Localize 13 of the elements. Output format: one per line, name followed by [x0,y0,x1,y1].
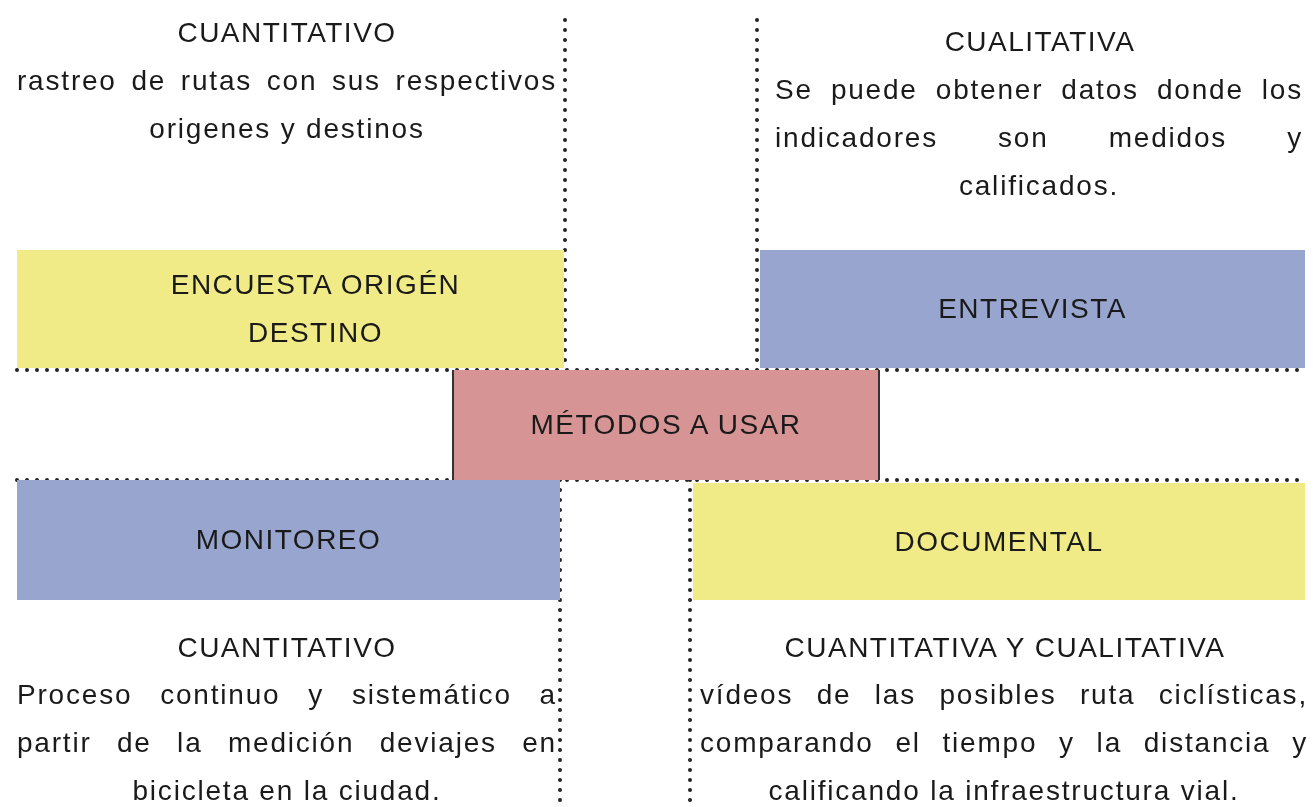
description-text: rastreo de rutas con sus respectivos origenes y destinos [17,64,557,146]
category-heading: CUANTITATIVO [176,16,398,50]
description-text: Proceso continuo y sistemático a partir de la medición deviajes en bicicleta en la ciudad. [17,678,557,807]
category-heading: CUALITATIVA [943,25,1137,59]
method-box: ENCUESTA ORIGÉN DESTINO [17,250,564,368]
category-heading: CUANTITATIVO [176,631,398,665]
category-heading: CUANTITATIVA Y CUALITATIVA [783,631,1227,665]
description-text: vídeos de las posibles ruta ciclísticas, comparando el tiempo y la distancia y calificando la infraestructura vial. [700,678,1308,807]
description-text: Se puede obtener datos donde los indicadores son medidos y calificados. [775,73,1303,203]
method-box: ENTREVISTA [760,250,1305,368]
method-box: DOCUMENTAL [693,483,1305,600]
central-box: MÉTODOS A USAR [452,370,880,480]
method-box: MONITOREO [17,480,560,600]
